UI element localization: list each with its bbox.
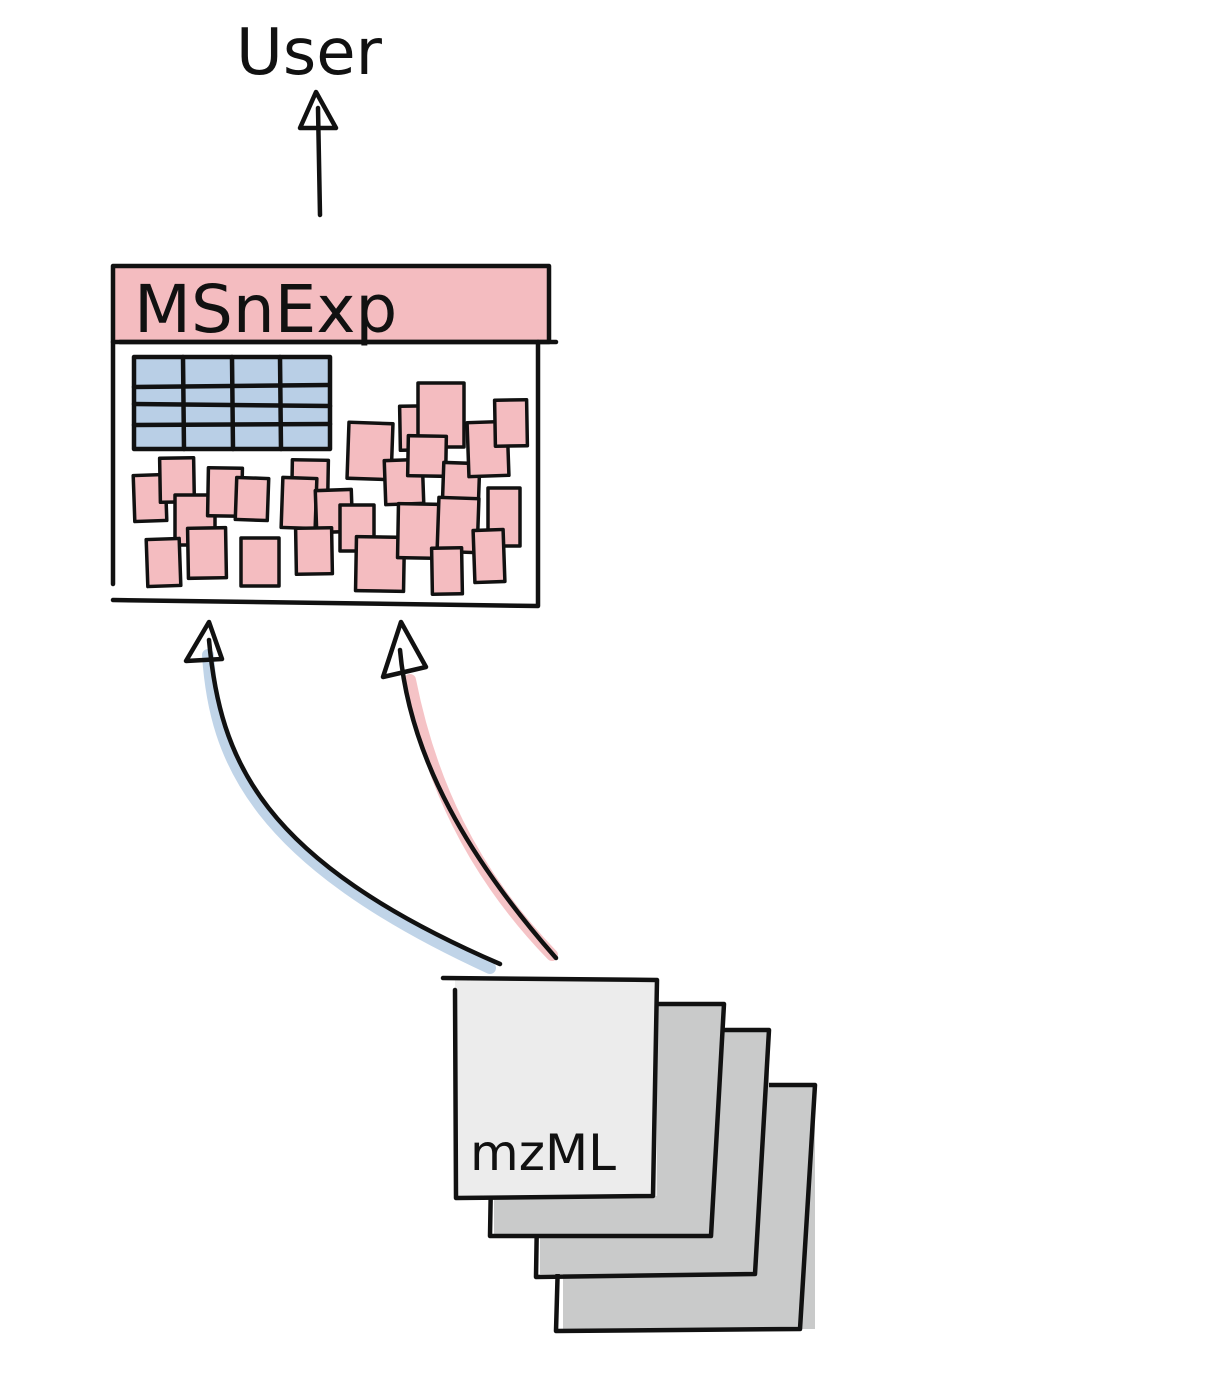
spectrum-box (345, 420, 395, 482)
spectrum-box (353, 534, 407, 594)
user-label: User (236, 16, 383, 90)
spectrum-box (239, 536, 281, 588)
spectra-cluster-icon (131, 381, 530, 597)
mzml-file-front (455, 978, 657, 1196)
spectrum-box (185, 525, 229, 581)
spectrum-box (233, 475, 271, 523)
table-grid-icon (131, 354, 333, 452)
red-arrow-icon (380, 619, 559, 961)
mzml-file-label: mzML (470, 1124, 616, 1182)
spectrum-box (279, 475, 319, 531)
spectrum-box (429, 545, 465, 597)
blue-arrow-icon (183, 619, 503, 974)
spectrum-box (405, 433, 449, 479)
msnexp-header (113, 266, 549, 342)
user-up-arrow-icon (297, 89, 339, 218)
spectrum-box (471, 527, 507, 585)
file-stack-icon: mzML (440, 975, 818, 1334)
spectrum-box (144, 536, 183, 589)
spectrum-box (293, 525, 335, 577)
msnexp-object: MSnExp (110, 263, 559, 609)
msnexp-title: MSnExp (134, 271, 397, 348)
spectrum-box (492, 397, 530, 449)
